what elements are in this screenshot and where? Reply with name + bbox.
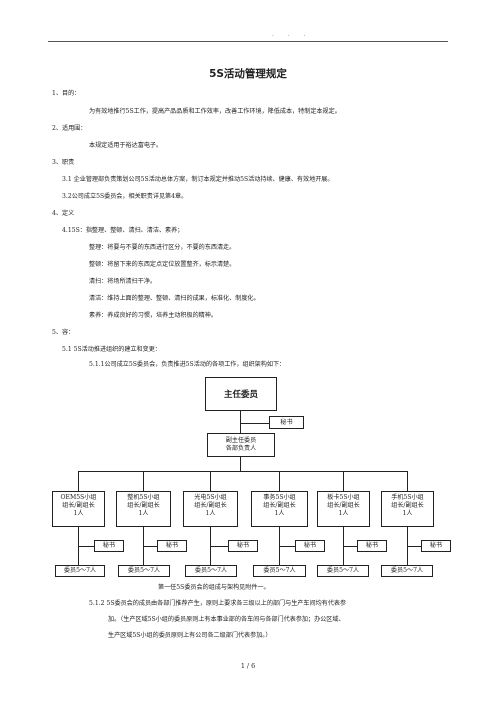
group-name: 事务5S小组 bbox=[263, 494, 296, 501]
connector bbox=[343, 546, 357, 547]
director-label: 主任委员 bbox=[223, 390, 258, 400]
members-label: 委员5～7人 bbox=[63, 567, 97, 574]
connector bbox=[143, 471, 144, 491]
group-box-board: 板卡5S小组 组长/副组长 1人 bbox=[317, 491, 370, 527]
connector bbox=[279, 471, 280, 491]
section-2-text: 本规定适用于裕达富电子。 bbox=[89, 142, 163, 149]
group-role: 组长/副组长 bbox=[391, 502, 424, 509]
section-2-heading: 2、适用围： bbox=[52, 125, 87, 132]
connector bbox=[210, 546, 228, 547]
group-secretary-box: 秘书 bbox=[357, 540, 387, 552]
group-count: 1人 bbox=[274, 510, 285, 517]
group-secretary-box: 秘书 bbox=[421, 540, 451, 552]
page-number: 1 / 6 bbox=[240, 662, 256, 670]
group-box-affairs: 事务5S小组 组长/副组长 1人 bbox=[251, 491, 308, 527]
section-5-1-1: 5.1.1公司成立5S委员会，负责推进5S活动的各项工作，组织架构如下： bbox=[89, 361, 286, 368]
header-dots: . . . bbox=[272, 31, 312, 38]
group-role: 组长/副组长 bbox=[62, 502, 95, 509]
section-4-heading: 4、定义 bbox=[52, 210, 75, 217]
secretary-top-box: 秘书 bbox=[269, 416, 304, 429]
group-count: 1人 bbox=[205, 510, 216, 517]
section-1-heading: 1、目的： bbox=[52, 90, 81, 97]
secretary-label: 秘书 bbox=[280, 419, 293, 426]
group-secretary-box: 秘书 bbox=[228, 540, 258, 552]
group-secretary-box: 秘书 bbox=[295, 540, 325, 552]
members-label: 委员5～7人 bbox=[326, 567, 360, 574]
section-5-1-2-line3: 生产区域5S小组的委员原则上有公司各二级部门代表参加。） bbox=[108, 632, 272, 639]
group-name: OEM5S小组 bbox=[60, 494, 97, 501]
group-name: 手机5S小组 bbox=[391, 494, 424, 501]
group-name: 整机5S小组 bbox=[127, 494, 160, 501]
section-5-1: 5.1 5S活动推进组织的建立和变更： bbox=[62, 346, 161, 353]
group-role: 组长/副组长 bbox=[194, 502, 227, 509]
members-label: 委员5～7人 bbox=[127, 567, 161, 574]
section-3-2: 3.2公司成立5S委员会，相关职责详见第4章。 bbox=[62, 193, 188, 200]
definition-shitsuke: 素养：养成良好的习惯，培养主动积极的精神。 bbox=[89, 312, 217, 319]
group-secretary-label: 秘书 bbox=[303, 542, 317, 549]
connector bbox=[407, 546, 421, 547]
section-4-1: 4.15S：指整理、整顿、清扫、清洁、素养； bbox=[62, 227, 184, 234]
group-secretary-label: 秘书 bbox=[102, 542, 116, 549]
members-box: 委员5～7人 bbox=[55, 565, 105, 577]
deputy-desc: 各部负责人 bbox=[225, 445, 257, 452]
connector bbox=[210, 471, 211, 491]
group-secretary-box: 秘书 bbox=[94, 540, 124, 552]
org-chart-caption: 第一任5S委员会的组成与架构见附件一。 bbox=[158, 584, 270, 591]
connector bbox=[78, 546, 94, 547]
connector bbox=[143, 546, 157, 547]
members-box: 委员5～7人 bbox=[381, 565, 433, 577]
members-box: 委员5～7人 bbox=[317, 565, 369, 577]
members-box: 委员5～7人 bbox=[185, 565, 237, 577]
document-title: 5S活动管理规定 bbox=[209, 68, 287, 80]
group-count: 1人 bbox=[338, 510, 349, 517]
members-label: 委员5～7人 bbox=[390, 567, 424, 574]
group-role: 组长/副组长 bbox=[327, 502, 360, 509]
definition-seiso: 清扫：将场所清扫干净。 bbox=[89, 278, 157, 285]
group-secretary-label: 秘书 bbox=[165, 542, 179, 549]
connector bbox=[78, 471, 407, 472]
group-count: 1人 bbox=[73, 510, 84, 517]
connector bbox=[240, 457, 241, 471]
connector bbox=[407, 471, 408, 491]
section-3-1: 3.1 企业管理部负责策划公司5S活动总体方案，制订本规定并推动5S活动持续、健… bbox=[62, 176, 334, 183]
members-label: 委员5～7人 bbox=[263, 567, 296, 574]
connector bbox=[279, 546, 295, 547]
director-box: 主任委员 bbox=[205, 377, 277, 411]
definition-seiketsu: 清洁：维持上面的整理、整顿、清扫的成果，标准化、制度化。 bbox=[89, 295, 260, 302]
group-count: 1人 bbox=[402, 510, 413, 517]
connector bbox=[240, 423, 269, 424]
members-label: 委员5～7人 bbox=[194, 567, 228, 574]
group-role: 组长/副组长 bbox=[127, 502, 160, 509]
group-box-optoelectronic: 光电5S小组 组长/副组长 1人 bbox=[183, 491, 238, 527]
section-3-heading: 3、职责 bbox=[52, 159, 75, 166]
group-secretary-label: 秘书 bbox=[429, 542, 443, 549]
header-rule bbox=[48, 41, 448, 42]
section-5-heading: 5、容： bbox=[52, 329, 75, 336]
members-box: 委员5～7人 bbox=[253, 565, 306, 577]
group-box-machine: 整机5S小组 组长/副组长 1人 bbox=[116, 491, 171, 527]
deputy-title: 副主任委员 bbox=[225, 437, 257, 444]
group-box-mobile: 手机5S小组 组长/副组长 1人 bbox=[381, 491, 434, 527]
deputy-director-box: 副主任委员 各部负责人 bbox=[207, 433, 275, 457]
connector bbox=[78, 471, 79, 491]
connector bbox=[343, 471, 344, 491]
members-box: 委员5～7人 bbox=[118, 565, 170, 577]
group-role: 组长/副组长 bbox=[263, 502, 296, 509]
group-secretary-label: 秘书 bbox=[365, 542, 379, 549]
group-count: 1人 bbox=[138, 510, 149, 517]
definition-seiton: 整顿：将留下来的东西定点定位放置整齐，标示清楚。 bbox=[89, 261, 236, 268]
group-name: 板卡5S小组 bbox=[327, 494, 360, 501]
section-1-text: 为有效地推行5S工作，提高产品品质和工作效率，改善工作环境，降低成本，特制定本规… bbox=[89, 108, 341, 115]
group-name: 光电5S小组 bbox=[194, 494, 227, 501]
group-box-oem: OEM5S小组 组长/副组长 1人 bbox=[52, 491, 105, 527]
section-5-1-2-line1: 5.1.2 5S委员会的成员由各部门推荐产生，原则上要求各三级以上的部门与生产车… bbox=[89, 600, 347, 607]
connector bbox=[240, 411, 241, 433]
group-secretary-label: 秘书 bbox=[236, 542, 250, 549]
definition-seiri: 整理：将要与不要的东西进行区分，不要的东西清走。 bbox=[89, 244, 236, 251]
group-secretary-box: 秘书 bbox=[157, 540, 187, 552]
section-5-1-2-line2: 加。（生产区域5S小组的委员原则上有本事业部的各车间与各部门代表参加；办公区域、 bbox=[108, 616, 345, 623]
